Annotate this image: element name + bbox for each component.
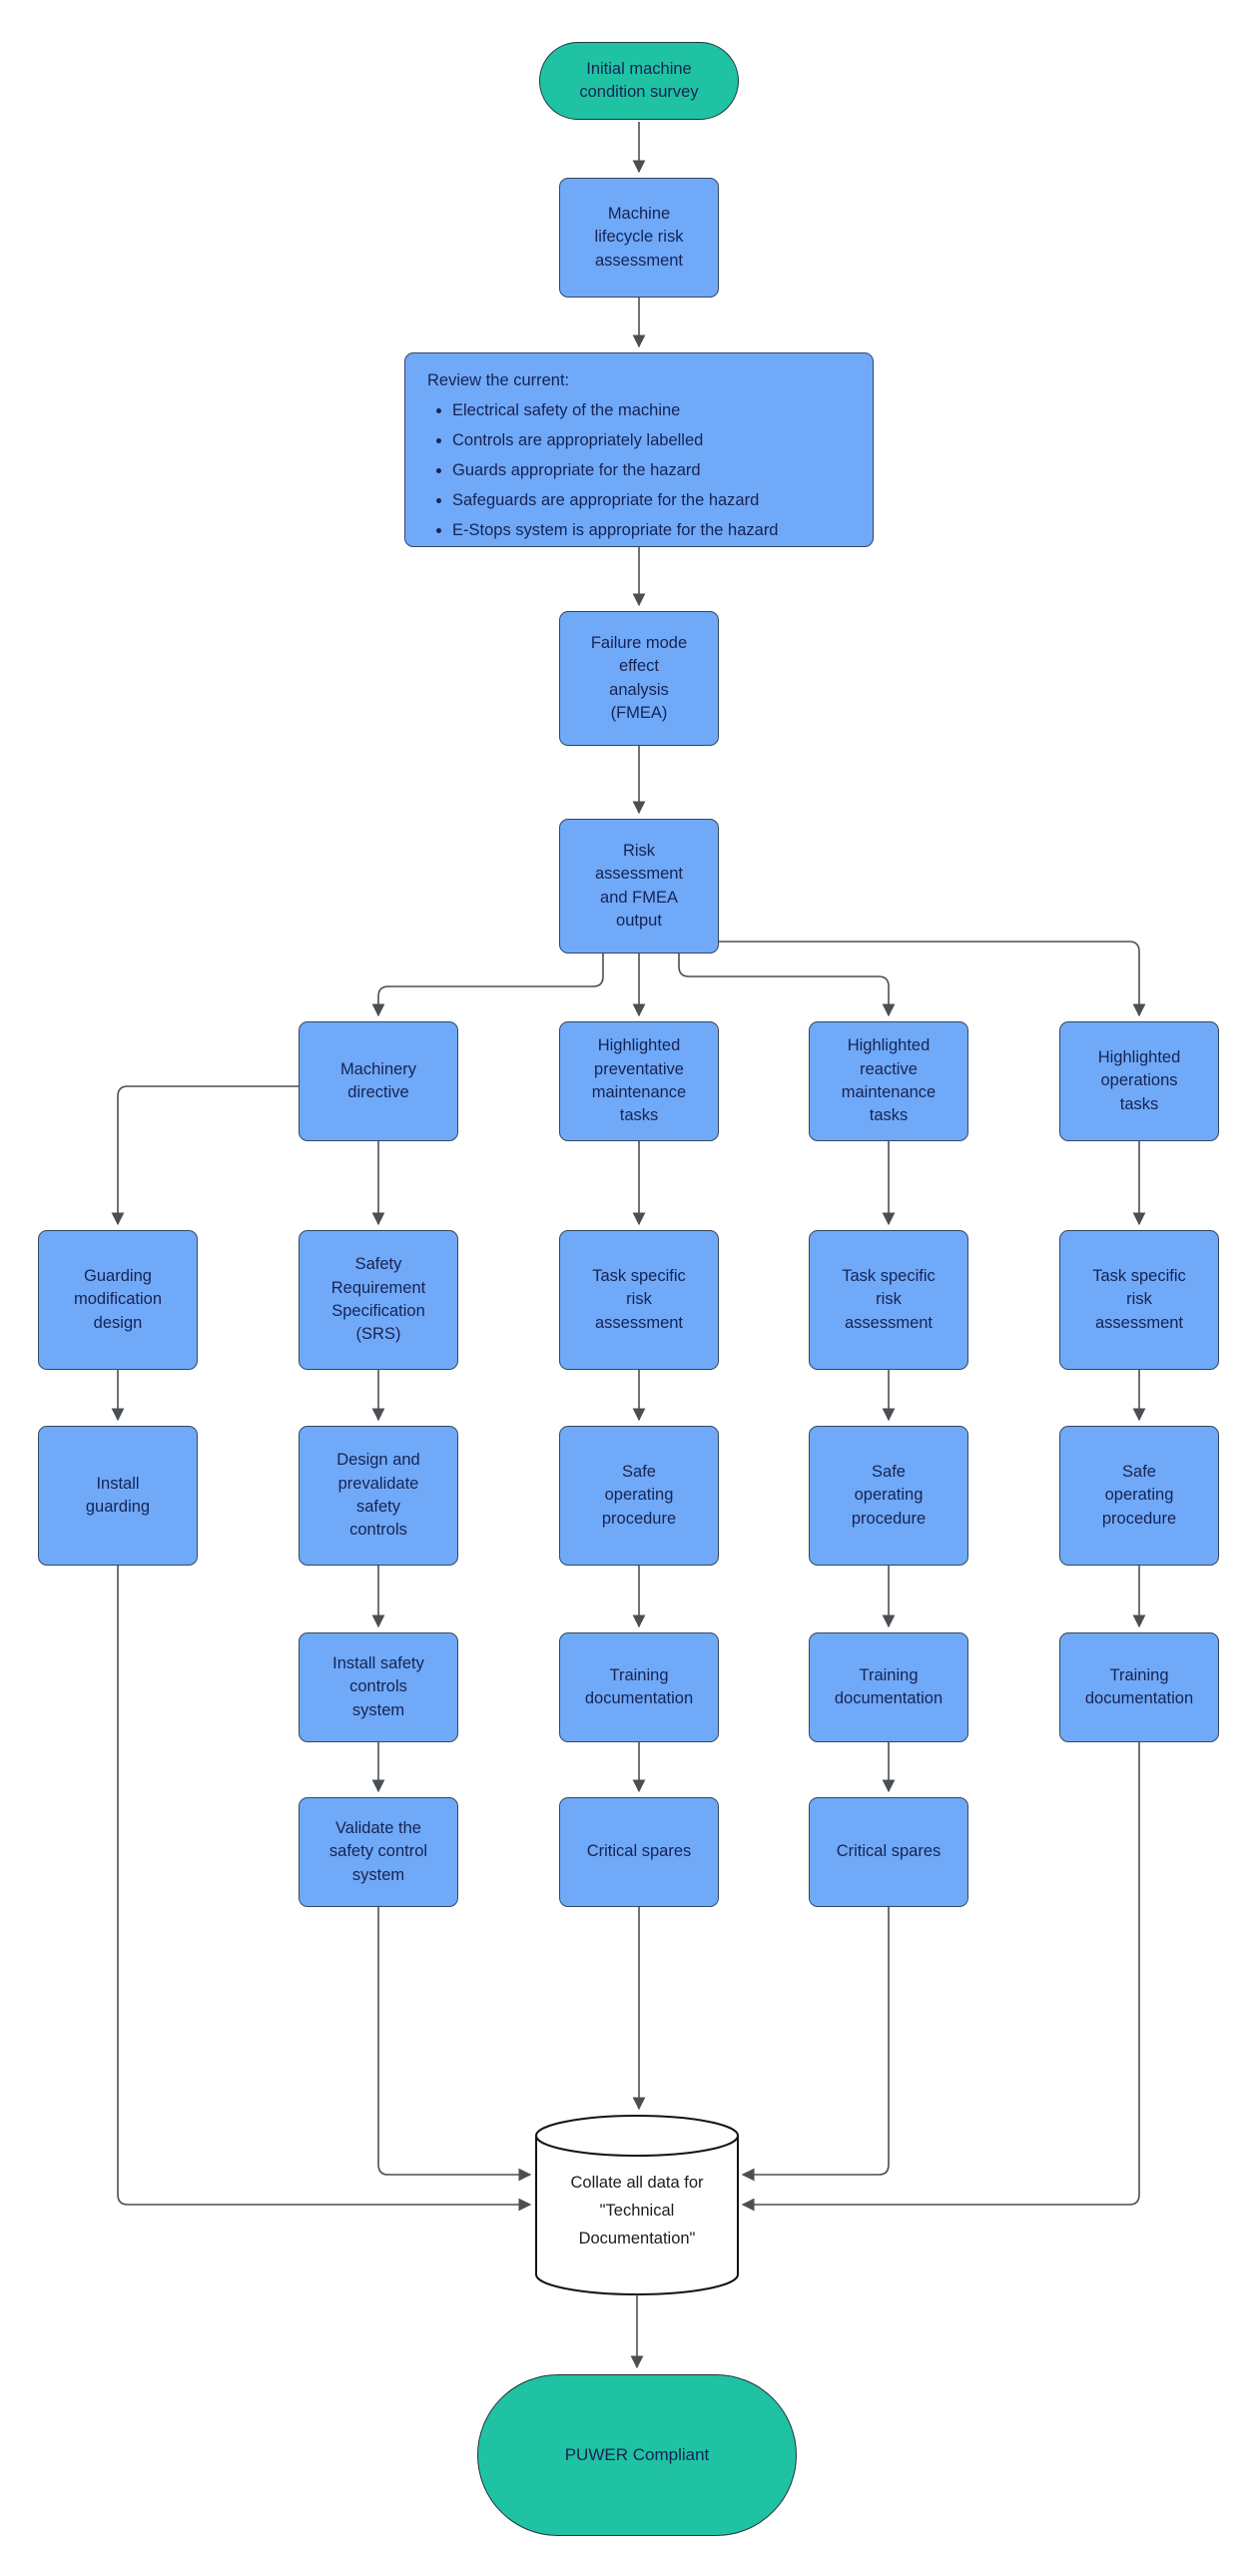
- node-task-specific-risk-assessment-reactive: Task specific risk assessment: [809, 1230, 968, 1370]
- review-item: E-Stops system is appropriate for the ha…: [452, 515, 779, 545]
- arrow-training-operations-to-collate: [741, 1742, 1140, 2212]
- node-collate-technical-documentation: Collate all data for "Technical Document…: [570, 2174, 704, 2248]
- node-machinery-directive: Machinery directive: [299, 1021, 458, 1141]
- arrow-risk-to-machinery: [371, 954, 604, 1017]
- node-initial-machine-condition-survey: Initial machine condition survey: [539, 42, 739, 120]
- arrow-validate-to-collate: [377, 1907, 532, 2182]
- node-risk-assessment-fmea-output: Risk assessment and FMEA output: [559, 819, 719, 954]
- node-puwer-compliant: PUWER Compliant: [477, 2374, 797, 2536]
- review-list: Electrical safety of the machine Control…: [427, 395, 779, 545]
- node-machine-lifecycle-risk-assessment: Machine lifecycle risk assessment: [559, 178, 719, 298]
- node-critical-spares-preventative: Critical spares: [559, 1797, 719, 1907]
- node-task-specific-risk-assessment-preventative: Task specific risk assessment: [559, 1230, 719, 1370]
- node-guarding-modification-design: Guarding modification design: [38, 1230, 198, 1370]
- node-validate-safety-control-system: Validate the safety control system: [299, 1797, 458, 1907]
- node-safe-operating-procedure-operations: Safe operating procedure: [1059, 1426, 1219, 1566]
- review-item: Safeguards are appropriate for the hazar…: [452, 485, 779, 515]
- arrow-install-guarding-to-collate: [117, 1566, 532, 2212]
- arrow-risk-to-reactive: [678, 954, 896, 1017]
- review-item: Guards appropriate for the hazard: [452, 455, 779, 485]
- review-item: Controls are appropriately labelled: [452, 425, 779, 455]
- node-highlighted-preventative-maintenance-tasks: Highlighted preventative maintenance tas…: [559, 1021, 719, 1141]
- node-install-safety-controls-system: Install safety controls system: [299, 1632, 458, 1742]
- node-safe-operating-procedure-preventative: Safe operating procedure: [559, 1426, 719, 1566]
- node-training-documentation-operations: Training documentation: [1059, 1632, 1219, 1742]
- node-critical-spares-reactive: Critical spares: [809, 1797, 968, 1907]
- node-highlighted-operations-tasks: Highlighted operations tasks: [1059, 1021, 1219, 1141]
- arrow-spares-reactive-to-collate: [741, 1907, 890, 2182]
- node-fmea: Failure mode effect analysis (FMEA): [559, 611, 719, 746]
- node-safe-operating-procedure-reactive: Safe operating procedure: [809, 1426, 968, 1566]
- node-highlighted-reactive-maintenance-tasks: Highlighted reactive maintenance tasks: [809, 1021, 968, 1141]
- node-safety-requirement-specification: Safety Requirement Specification (SRS): [299, 1230, 458, 1370]
- node-training-documentation-preventative: Training documentation: [559, 1632, 719, 1742]
- arrow-machinery-to-guarding-design: [111, 1085, 299, 1226]
- arrow-risk-to-operations: [719, 941, 1146, 1017]
- node-review-current: Review the current: Electrical safety of…: [404, 352, 874, 547]
- node-design-prevalidate-safety-controls: Design and prevalidate safety controls: [299, 1426, 458, 1566]
- node-task-specific-risk-assessment-operations: Task specific risk assessment: [1059, 1230, 1219, 1370]
- node-training-documentation-reactive: Training documentation: [809, 1632, 968, 1742]
- node-install-guarding: Install guarding: [38, 1426, 198, 1566]
- review-item: Electrical safety of the machine: [452, 395, 779, 425]
- review-title: Review the current:: [427, 371, 570, 389]
- cylinder-shape-top: [535, 2115, 739, 2157]
